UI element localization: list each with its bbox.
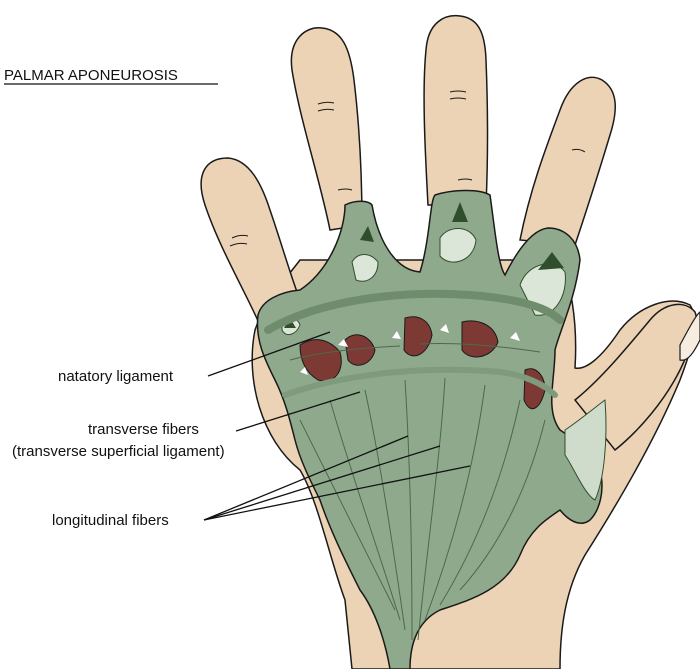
label-longitudinal-fibers: longitudinal fibers (52, 512, 169, 529)
finger-ring (424, 16, 487, 205)
label-transverse-fibers: transverse fibers (88, 421, 199, 438)
label-natatory-ligament: natatory ligament (58, 368, 174, 385)
finger-little (520, 77, 615, 245)
label-transverse-superficial-ligament: (transverse superficial ligament) (12, 443, 225, 460)
finger-middle (291, 28, 362, 230)
diagram-title: PALMAR APONEUROSIS (4, 67, 178, 84)
